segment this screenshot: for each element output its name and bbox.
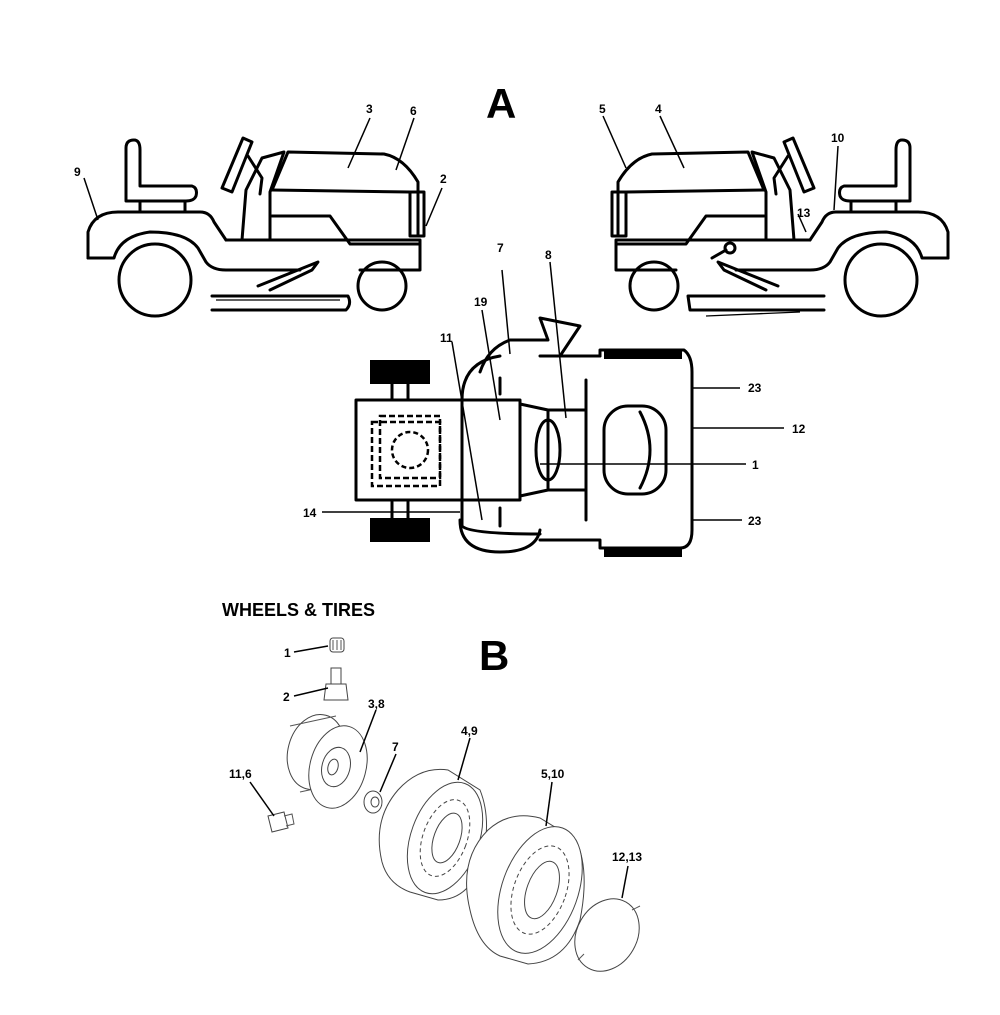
callout-a-19: 19 xyxy=(474,295,488,309)
callout-a-11: 11 xyxy=(440,331,453,345)
valve-cap-part xyxy=(329,637,345,653)
callout-a-7: 7 xyxy=(497,241,504,255)
callout-a-10: 10 xyxy=(831,131,845,145)
callout-b-2: 2 xyxy=(283,690,290,704)
tractor-left-side-view xyxy=(86,136,426,318)
rim-part xyxy=(286,714,368,809)
hub-cap-part xyxy=(574,898,641,972)
callout-b-3-8: 3,8 xyxy=(368,697,385,711)
section-a-letter: A xyxy=(486,80,516,127)
callout-a-3: 3 xyxy=(366,102,373,116)
valve-stem-part xyxy=(323,667,349,701)
callout-b-11-6: 11,6 xyxy=(229,767,252,781)
callout-b-1: 1 xyxy=(284,646,291,660)
tractor-right-side-view xyxy=(610,136,950,318)
callout-b-12-13: 12,13 xyxy=(612,850,642,864)
callout-a-23-bottom: 23 xyxy=(748,514,762,528)
section-b-leaders xyxy=(249,645,629,899)
callout-a-8: 8 xyxy=(545,248,552,262)
callout-a-1: 1 xyxy=(752,458,759,472)
section-b-letter: B xyxy=(479,632,509,679)
callout-a-23-top: 23 xyxy=(748,381,762,395)
callout-a-4: 4 xyxy=(655,102,662,116)
callout-a-9: 9 xyxy=(74,165,81,179)
callout-a-6: 6 xyxy=(410,104,417,118)
section-b-title: WHEELS & TIRES xyxy=(222,600,375,620)
front-tire-part xyxy=(378,768,488,901)
callout-b-5-10: 5,10 xyxy=(541,767,565,781)
grease-fitting-part xyxy=(267,811,295,833)
callout-b-7: 7 xyxy=(392,740,399,754)
section-b-callouts: 1 2 3,8 7 11,6 4,9 5,10 12,13 xyxy=(229,646,642,864)
section-a-callouts: 3 6 2 9 5 4 10 13 7 8 19 11 23 12 1 14 2… xyxy=(74,102,845,528)
callout-a-5: 5 xyxy=(599,102,606,116)
callout-a-14: 14 xyxy=(303,506,317,520)
callout-a-12: 12 xyxy=(792,422,806,436)
bushing-part xyxy=(363,790,383,814)
callout-b-4-9: 4,9 xyxy=(461,724,478,738)
section-a-leaders xyxy=(83,115,839,521)
tractor-top-view xyxy=(354,316,694,557)
rear-tire-part xyxy=(466,815,585,965)
callout-a-13: 13 xyxy=(797,206,811,220)
callout-a-2: 2 xyxy=(440,172,447,186)
